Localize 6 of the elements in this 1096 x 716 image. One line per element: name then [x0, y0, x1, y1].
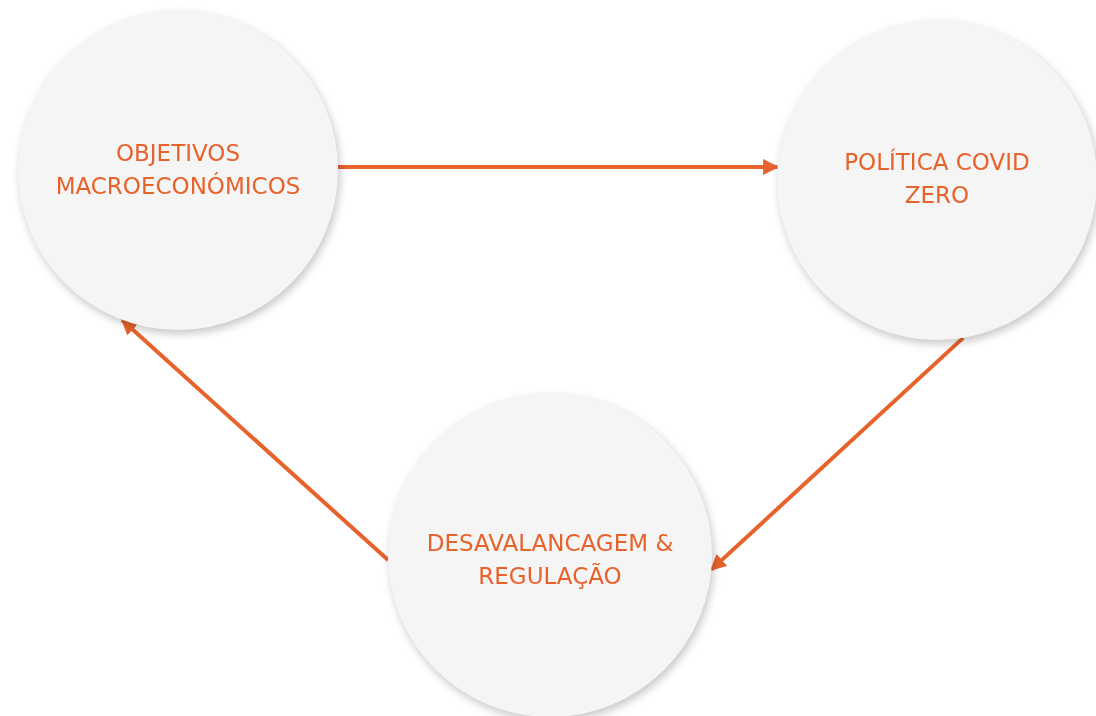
node-label: POLÍTICA COVID ZERO [843, 147, 1031, 210]
node-label: OBJETIVOS MACROECONÓMICOS [54, 138, 302, 201]
node-label: DESAVALANCAGEM & REGULAÇÃO [425, 528, 675, 591]
arrow [120, 318, 390, 562]
arrow [337, 159, 780, 175]
arrow [710, 336, 965, 572]
